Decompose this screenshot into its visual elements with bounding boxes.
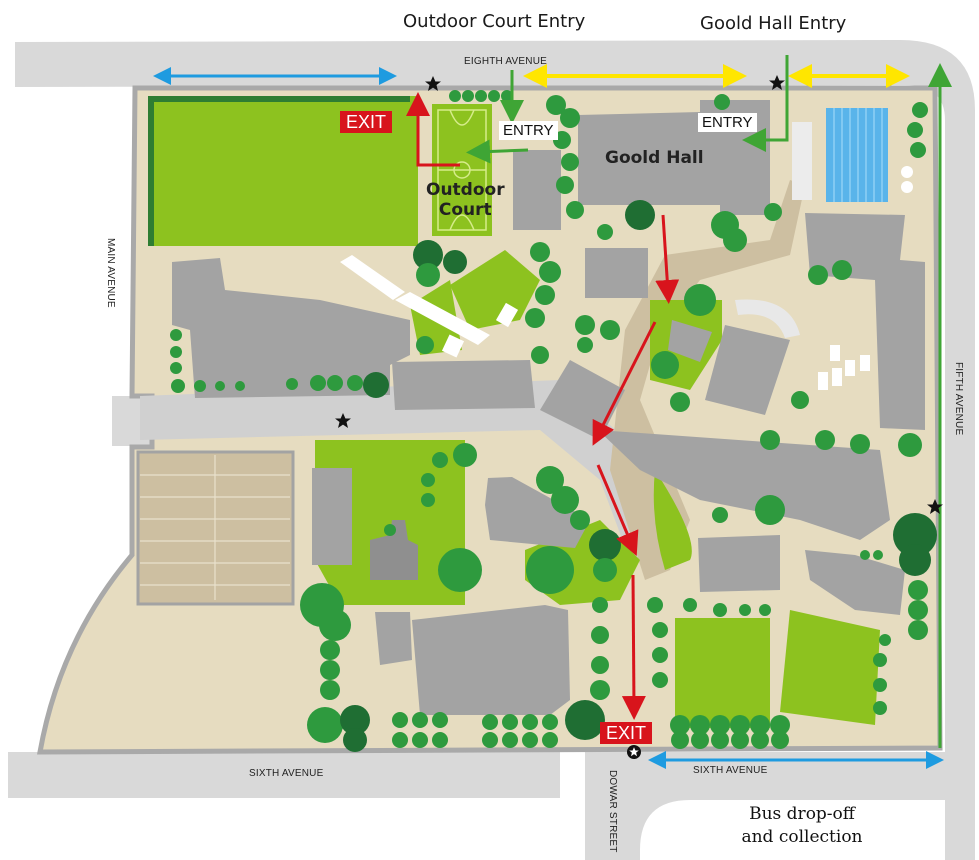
star-icon xyxy=(335,413,351,428)
court-markings xyxy=(437,109,487,231)
red-arrow-route-1 xyxy=(655,214,680,304)
street-sixth-avenue-east: SIXTH AVENUE xyxy=(693,765,768,776)
entry-label-court: ENTRY xyxy=(499,121,558,140)
parking-lot xyxy=(136,450,295,606)
street-eighth-avenue: EIGHTH AVENUE xyxy=(464,56,547,67)
red-arrow-route-4 xyxy=(621,574,646,720)
roads xyxy=(8,40,975,860)
goold-hall-entry-title: Goold Hall Entry xyxy=(700,13,847,34)
star-icon xyxy=(629,747,639,757)
bus-dropoff-line2: and collection xyxy=(741,826,863,847)
entry-label-goold: ENTRY xyxy=(698,113,757,132)
street-dowar-street: DOWAR STREET xyxy=(607,770,618,853)
outdoor-court-label-line1: Outdoor xyxy=(426,180,505,200)
field-border xyxy=(148,96,154,246)
red-arrow-route-2 xyxy=(592,321,657,446)
star-icon xyxy=(927,499,943,514)
red-arrow-court-exit xyxy=(406,92,460,167)
exit-label-south: EXIT xyxy=(600,722,653,744)
green-arrow-court-entry-left xyxy=(466,139,529,164)
building-west-wing xyxy=(172,258,410,398)
swimming-pool xyxy=(826,108,888,202)
outdoor-court-label-line2: Court xyxy=(438,200,492,221)
trees xyxy=(170,90,937,752)
star-icon xyxy=(425,76,441,91)
building-south-block xyxy=(412,605,570,715)
buildings xyxy=(172,100,925,715)
red-arrow-route-3 xyxy=(596,464,639,557)
covered-walkways xyxy=(340,122,913,390)
road-sixth-avenue-west xyxy=(8,752,560,798)
street-main-avenue: MAIN AVENUE xyxy=(105,238,116,308)
star-icon xyxy=(769,75,785,90)
entry-point-stars xyxy=(335,75,943,514)
exit-point-marker xyxy=(627,745,641,759)
goold-hall-label: Goold Hall xyxy=(605,148,704,168)
bus-dropoff-line1: Bus drop-off xyxy=(749,804,855,824)
outdoor-court-entry-title: Outdoor Court Entry xyxy=(403,11,586,32)
outdoor-court-label: Outdoor Court xyxy=(426,180,505,221)
bus-dropoff-label: Bus drop-off and collection xyxy=(717,803,887,849)
road-sixth-avenue-east xyxy=(585,752,975,860)
green-arrow-goold-entry xyxy=(742,55,789,152)
street-fifth-avenue: FIFTH AVENUE xyxy=(953,362,964,436)
street-sixth-avenue-west: SIXTH AVENUE xyxy=(249,768,324,779)
exit-label-court: EXIT xyxy=(340,111,393,133)
